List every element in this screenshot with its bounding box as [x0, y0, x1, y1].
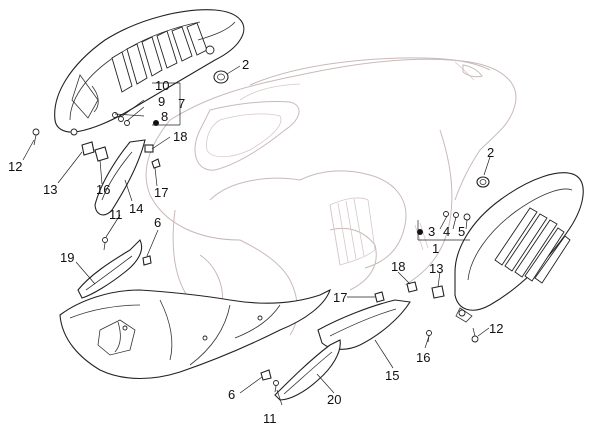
callout-9: 9 — [158, 94, 165, 109]
callout-17-right: 17 — [333, 290, 347, 305]
callout-2-upper: 2 — [242, 57, 249, 72]
callout-14: 14 — [129, 201, 143, 216]
part-19-trim — [77, 239, 143, 299]
screw-11-left — [102, 237, 108, 251]
left-side-grille — [54, 9, 245, 136]
screw-12-right — [471, 327, 479, 343]
reference-dot-1 — [417, 229, 423, 235]
callout-4: 4 — [443, 224, 450, 239]
bracket-16-left — [94, 146, 109, 162]
callout-20: 20 — [327, 392, 341, 407]
callout-12-right: 12 — [489, 321, 503, 336]
scooter-body-outline — [145, 57, 517, 336]
callout-7: 7 — [178, 96, 185, 111]
stack-3-5-hardware — [443, 211, 471, 221]
clip-17-left — [151, 158, 161, 169]
grommet-2-upper — [213, 70, 229, 84]
part-14-trim — [94, 139, 146, 216]
stack-7-10-hardware — [112, 112, 130, 126]
callout-17-left: 17 — [154, 185, 168, 200]
clip-6-left — [142, 255, 152, 266]
callout-18-upper: 18 — [173, 129, 187, 144]
right-side-grille — [454, 172, 584, 323]
callout-10: 10 — [155, 78, 169, 93]
clip-17-right — [374, 291, 385, 303]
screw-12-left — [32, 128, 40, 146]
callout-6-left: 6 — [154, 215, 161, 230]
clip-6-bottom — [260, 369, 272, 381]
nut-18-left — [144, 144, 154, 153]
clip-13-right — [431, 285, 445, 299]
clip-13-left — [81, 141, 95, 156]
callout-13-right: 13 — [429, 261, 443, 276]
callout-16-left: 16 — [96, 182, 110, 197]
leader-lines — [22, 65, 491, 406]
grommet-2-lower — [476, 176, 490, 188]
callout-13-left: 13 — [43, 182, 57, 197]
callout-3: 3 — [428, 224, 435, 239]
group-bracket-1 — [417, 220, 470, 241]
nut-18-right — [406, 281, 418, 293]
callout-6-bottom: 6 — [228, 387, 235, 402]
callout-12-left: 12 — [8, 159, 22, 174]
part-15-trim — [317, 299, 411, 350]
callout-19: 19 — [60, 250, 74, 265]
callout-16-right: 16 — [416, 350, 430, 365]
callout-5: 5 — [458, 224, 465, 239]
callout-2-right: 2 — [487, 145, 494, 160]
floor-panel — [59, 288, 331, 380]
callout-11-bottom: 11 — [263, 411, 277, 426]
callout-8: 8 — [161, 109, 168, 124]
callout-15: 15 — [385, 368, 399, 383]
reference-dot-18 — [153, 120, 159, 126]
callout-1: 1 — [432, 241, 439, 256]
group-bracket-7 — [152, 82, 181, 126]
screw-11-bottom — [273, 380, 279, 393]
callout-18-right: 18 — [391, 259, 405, 274]
part-20-trim — [274, 339, 341, 401]
callout-11-left: 11 — [109, 207, 123, 222]
callout-labels: 2 2 10 9 7 8 18 12 13 16 17 14 11 6 19 3… — [8, 57, 503, 426]
